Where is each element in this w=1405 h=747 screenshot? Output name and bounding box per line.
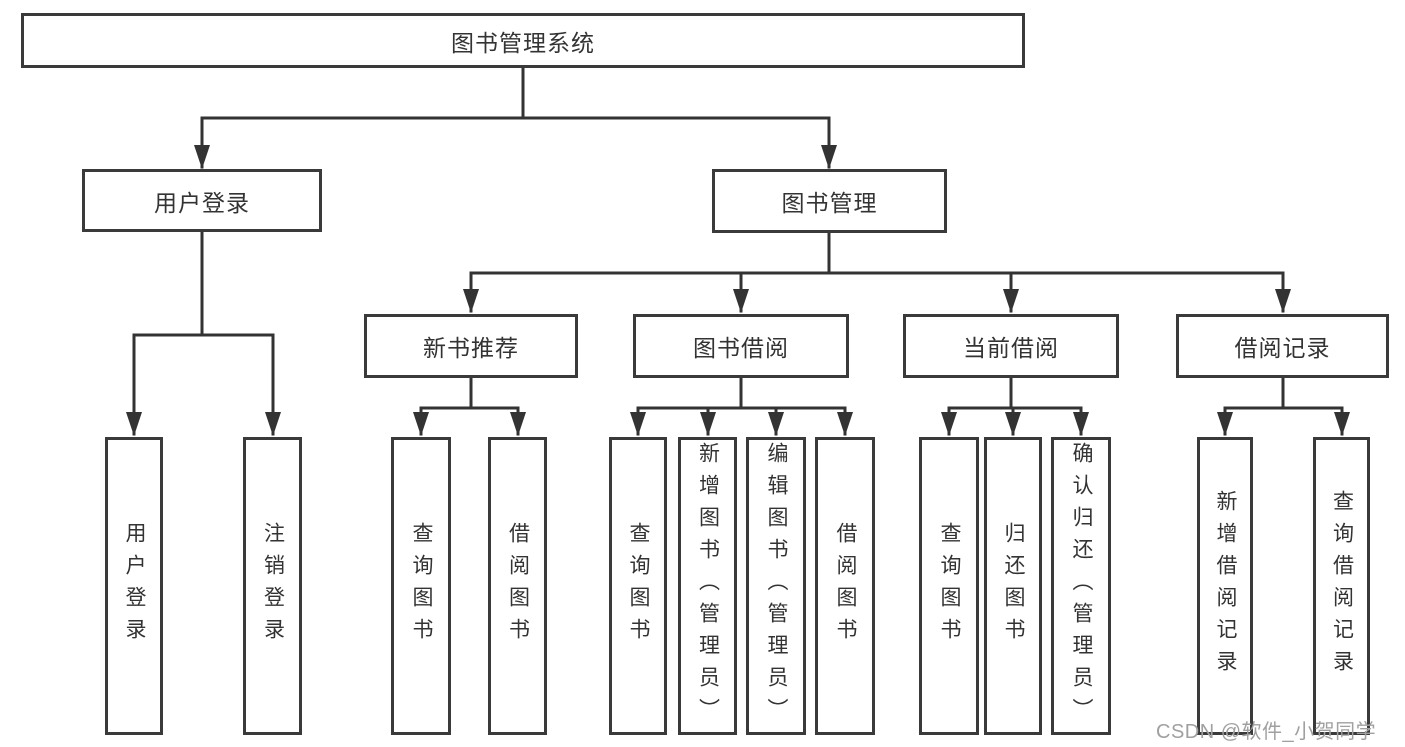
node-leaf-cur-query-books: 查询图书 xyxy=(919,437,979,735)
node-leaf-nb-query-books: 查询图书 xyxy=(391,437,451,735)
node-borrow-records: 借阅记录 xyxy=(1176,314,1389,378)
node-new-books: 新书推荐 xyxy=(364,314,578,378)
node-leaf-cur-return-books: 归还图书 xyxy=(984,437,1042,735)
node-leaf-bw-edit-books-admin: 编辑图书（管理员） xyxy=(746,437,806,735)
node-leaf-bw-query-books: 查询图书 xyxy=(609,437,667,735)
node-leaf-nb-borrow-books: 借阅图书 xyxy=(488,437,547,735)
node-leaf-bw-add-books-admin: 新增图书（管理员） xyxy=(678,437,737,735)
node-leaf-cur-confirm-return-admin: 确认归还（管理员） xyxy=(1051,437,1111,735)
node-user-login: 用户登录 xyxy=(82,169,322,232)
csdn-watermark: CSDN @软件_小贺同学 xyxy=(1156,721,1377,743)
node-book-mgmt: 图书管理 xyxy=(712,169,947,233)
node-leaf-user-login: 用户登录 xyxy=(105,437,163,735)
node-leaf-logout: 注销登录 xyxy=(243,437,302,735)
node-leaf-rec-query-record: 查询借阅记录 xyxy=(1313,437,1370,735)
node-borrowing: 图书借阅 xyxy=(633,314,849,378)
node-root-system: 图书管理系统 xyxy=(21,13,1025,68)
node-leaf-bw-borrow-books: 借阅图书 xyxy=(815,437,875,735)
node-leaf-rec-add-record: 新增借阅记录 xyxy=(1197,437,1253,735)
node-current-borrow: 当前借阅 xyxy=(903,314,1119,378)
